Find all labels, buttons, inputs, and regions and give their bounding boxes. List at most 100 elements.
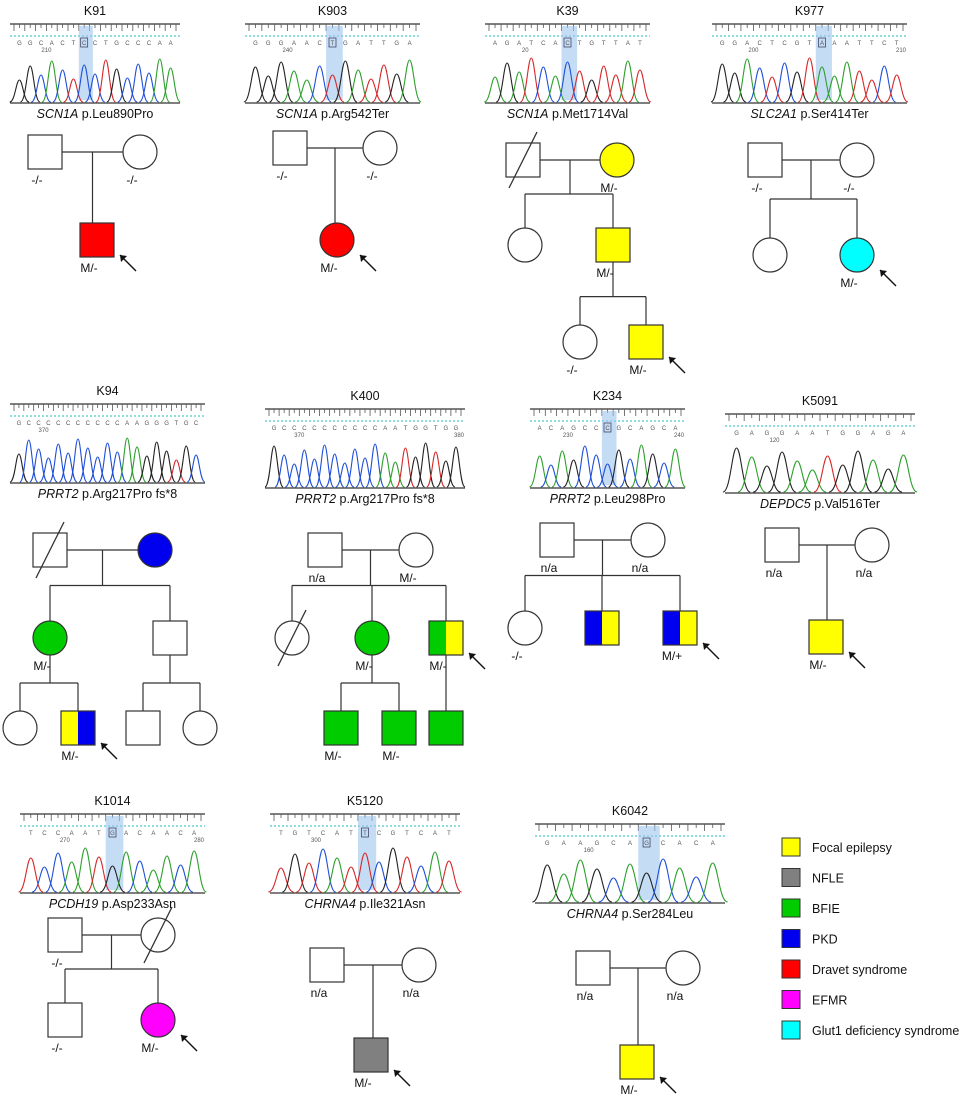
female-symbol <box>137 532 173 568</box>
base-letter-A: A <box>538 426 542 432</box>
trace-peak-C <box>294 449 314 488</box>
gene-name: PCDH19 <box>49 897 98 911</box>
trace-peak-A <box>375 452 395 488</box>
trace-peak-G <box>256 75 281 103</box>
base-letter-C: C <box>115 421 120 427</box>
base-letter-G: G <box>391 831 396 837</box>
base-letter-A: A <box>795 431 799 437</box>
female-symbol <box>140 1002 176 1038</box>
base-letter-G: G <box>616 426 621 432</box>
variant-caption: PRRT2 p.Arg217Pro fs*8 <box>295 492 434 506</box>
trace-peak-T <box>268 867 294 893</box>
male-symbol <box>428 710 464 746</box>
male-symbol <box>662 610 698 646</box>
trace-peak-C <box>19 439 39 483</box>
base-letter-C: C <box>82 41 87 47</box>
base-letter-C: C <box>317 41 322 47</box>
right-half-fill <box>446 621 463 655</box>
legend-swatch <box>781 929 801 948</box>
female-symbol <box>665 950 701 986</box>
base-letter-A: A <box>292 41 296 47</box>
trace-peak-C <box>597 463 618 488</box>
trace-peak-T <box>813 455 842 493</box>
position-label: 200 <box>748 48 759 54</box>
base-letter-G: G <box>732 41 737 47</box>
trace-peak-A <box>614 863 646 903</box>
protein-change: p.Val516Ter <box>811 497 880 511</box>
family-id: K5120 <box>347 794 383 808</box>
trace-peak-G <box>269 61 294 103</box>
trace-peak-T <box>338 866 364 893</box>
base-letter-G: G <box>734 431 739 437</box>
base-letter-A: A <box>124 831 128 837</box>
trace-peak-G <box>436 460 456 488</box>
male-symbol <box>47 917 83 953</box>
trace-peak-T <box>352 852 378 893</box>
base-letter-A: A <box>820 41 824 47</box>
position-label: 210 <box>896 48 907 54</box>
female-symbol <box>122 134 158 170</box>
proband-arrowhead <box>660 1077 667 1084</box>
trace-peak-G <box>176 445 196 483</box>
trace-peak-C <box>355 457 375 488</box>
variant-caption: DEPDC5 p.Val516Ter <box>760 497 880 511</box>
base-letter-C: C <box>312 426 317 432</box>
protein-change: p.Arg217Pro fs*8 <box>336 492 435 506</box>
base-letter-T: T <box>826 431 830 437</box>
base-letter-T: T <box>97 831 101 837</box>
trace-peak-C <box>29 448 48 483</box>
base-letter-C: C <box>662 426 667 432</box>
male-symbol <box>125 710 161 746</box>
trace-peak-G <box>768 451 797 493</box>
base-letter-C: C <box>343 426 348 432</box>
base-letter-G: G <box>589 41 594 47</box>
legend-item: Focal epilepsy <box>781 837 893 857</box>
base-letter-A: A <box>335 831 339 837</box>
trace-peak-T <box>436 860 462 893</box>
position-label: 380 <box>454 433 465 439</box>
base-letter-A: A <box>165 831 169 837</box>
base-letter-A: A <box>845 41 849 47</box>
trace-peak-A <box>548 873 579 903</box>
family-id: K6042 <box>612 804 648 818</box>
female-symbol <box>354 620 390 656</box>
trace-peak-G <box>106 68 127 103</box>
variant-base-box <box>563 37 572 48</box>
trace-peak-A <box>181 850 207 893</box>
family-id: K39 <box>556 4 578 18</box>
base-letter-G: G <box>279 41 284 47</box>
trace-peak-A <box>551 450 573 488</box>
trace-peak-A <box>664 867 695 903</box>
position-label: 210 <box>41 48 52 54</box>
genotype-label: M/- <box>61 749 78 763</box>
trace-peak-C <box>39 457 58 483</box>
genotype-label: M/- <box>80 261 97 275</box>
trace-peak-A <box>483 76 507 103</box>
position-label: 240 <box>283 48 294 54</box>
trace-peak-G <box>9 453 29 483</box>
base-letter-T: T <box>349 831 353 837</box>
variant-base-box <box>818 37 826 48</box>
trace-peak-T <box>604 74 627 103</box>
base-letter-C: C <box>105 421 110 427</box>
base-letter-A: A <box>192 831 196 837</box>
trace-peak-A <box>822 75 846 103</box>
base-letter-G: G <box>765 431 770 437</box>
trace-peak-G <box>416 442 436 488</box>
base-letter-G: G <box>293 831 298 837</box>
protein-change: p.Arg542Ter <box>318 107 390 121</box>
legend-swatch <box>781 1020 801 1040</box>
base-letter-A: A <box>626 41 630 47</box>
genotype-label: -/- <box>566 363 577 377</box>
trace-peak-T <box>395 447 416 488</box>
genotype-label: -/- <box>31 173 42 187</box>
female-symbol <box>599 142 635 178</box>
trace-peak-T <box>320 74 345 103</box>
trace-peak-T <box>426 451 446 488</box>
legend-label: EFMR <box>812 994 847 1008</box>
variant-highlight <box>78 26 93 100</box>
proband-arrowhead <box>101 743 108 750</box>
variant-base-box <box>642 837 651 848</box>
trace-peak-A <box>737 456 766 493</box>
